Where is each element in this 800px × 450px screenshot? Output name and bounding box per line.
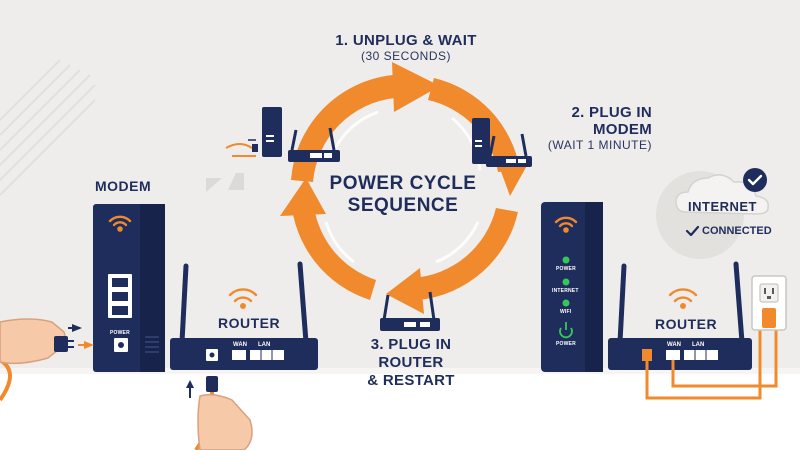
- orange-arrow-icon: [84, 341, 94, 349]
- step-3: 3. PLUG IN ROUTER & RESTART: [336, 336, 486, 390]
- power-led: [562, 256, 570, 264]
- right-status-power: POWER: [556, 266, 576, 272]
- arrow-head-bottom: [386, 268, 424, 314]
- step-3-title: 3. PLUG IN ROUTER: [370, 336, 452, 371]
- right-status-internet: INTERNET: [552, 288, 579, 294]
- right-router-lan-ports: [684, 350, 718, 360]
- right-router-wan-port: [666, 350, 680, 360]
- bottom-hand: [197, 393, 253, 450]
- connected-label: CONNECTED: [702, 225, 772, 237]
- step-1: 1. UNPLUG & WAIT (30 SECONDS): [330, 32, 482, 63]
- outlet-plug: [762, 308, 776, 328]
- cycle-title-line1: POWER CYCLE: [329, 173, 477, 194]
- shape-decor: [228, 173, 244, 190]
- hatch-pattern-left: [0, 59, 96, 196]
- internet-label: INTERNET: [688, 199, 757, 214]
- check-badge-icon: [743, 168, 767, 192]
- cycle-title-line2: SEQUENCE: [347, 195, 459, 216]
- left-modem-power-label: POWER: [110, 330, 130, 336]
- internet-led: [562, 278, 570, 286]
- wifi-led: [562, 299, 570, 307]
- right-router-label: ROUTER: [655, 316, 718, 332]
- right-cables: [645, 330, 778, 400]
- left-router-wifi-icon: [228, 288, 258, 310]
- arrow-head-right: [496, 158, 530, 196]
- right-router-wifi-icon: [668, 288, 698, 310]
- power-symbol-icon: [559, 322, 573, 339]
- left-router-wan-port: [232, 350, 246, 360]
- step-1-title: 1. UNPLUG & WAIT: [335, 32, 477, 49]
- left-modem-wifi-icon: [108, 215, 132, 232]
- right-router-wan-label: WAN: [667, 342, 681, 348]
- arrow-head-top: [392, 62, 440, 112]
- cycle-title: POWER CYCLE SEQUENCE: [320, 173, 486, 217]
- right-modem-wifi-icon: [554, 216, 578, 233]
- arrow-head-left: [280, 178, 326, 216]
- triangle-decor: [206, 178, 222, 192]
- step-1-devices: [225, 107, 340, 162]
- step-2-title: 2. PLUG IN MODEM: [571, 104, 652, 138]
- left-modem-ports: [108, 274, 132, 318]
- right-router-lan-label: LAN: [692, 342, 705, 348]
- right-status-wifi: WIFI: [560, 309, 572, 315]
- shelf: [0, 372, 800, 450]
- step-3-router: [380, 291, 440, 331]
- left-modem-label: MODEM: [95, 178, 152, 194]
- up-arrow-icon: [186, 380, 194, 388]
- left-router-lan-ports: [250, 350, 284, 360]
- connected-check-icon: [685, 225, 700, 237]
- step-2: 2. PLUG IN MODEM (WAIT 1 MINUTE): [512, 104, 652, 152]
- left-plug: [54, 336, 68, 352]
- step-1-subtitle: (30 SECONDS): [360, 49, 452, 63]
- step-2-devices: [472, 118, 532, 167]
- left-router-wan-label: WAN: [233, 342, 247, 348]
- left-router-label: ROUTER: [218, 315, 281, 331]
- step-3-subtitle: & RESTART: [367, 372, 455, 389]
- right-status-power-2: POWER: [556, 341, 576, 347]
- left-router-plug: [206, 376, 218, 392]
- left-router-lan-label: LAN: [258, 342, 271, 348]
- step-2-subtitle: (WAIT 1 MINUTE): [547, 138, 652, 152]
